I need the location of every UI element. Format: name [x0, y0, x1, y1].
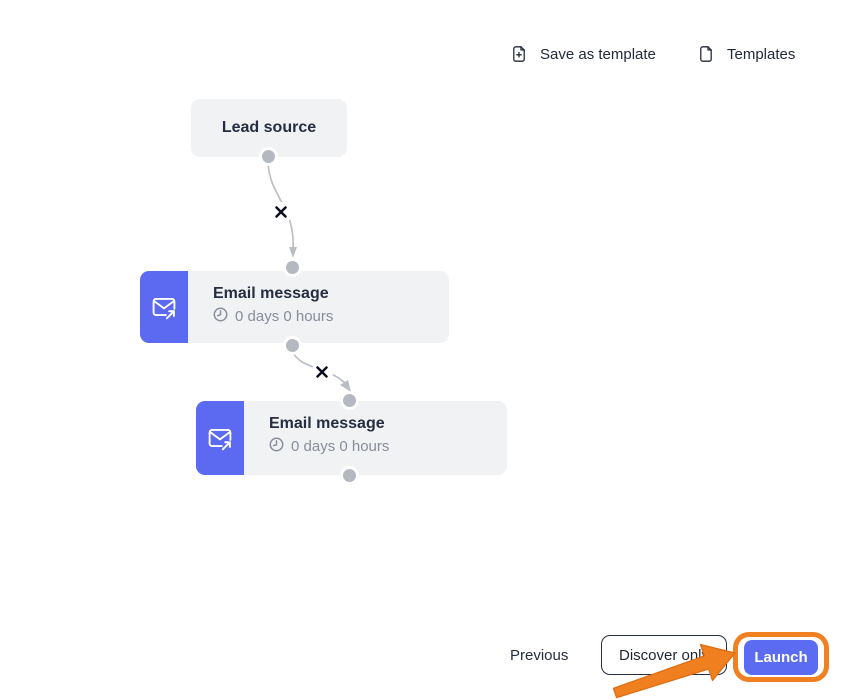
connection-dot[interactable]	[343, 394, 356, 407]
email-delay-label: 0 days 0 hours	[235, 308, 334, 325]
file-icon	[698, 44, 714, 64]
lead-source-node[interactable]: Lead source	[191, 99, 347, 157]
connection-dot[interactable]	[262, 150, 275, 163]
previous-button[interactable]: Previous	[510, 647, 569, 664]
delete-connection-button[interactable]	[311, 362, 333, 384]
clock-icon	[269, 437, 284, 456]
lead-source-title: Lead source	[221, 119, 317, 136]
connection-dot[interactable]	[286, 339, 299, 352]
email-message-node[interactable]: Email message 0 days 0 hours	[140, 271, 449, 343]
clock-icon	[213, 307, 228, 326]
email-delay-label: 0 days 0 hours	[291, 438, 390, 455]
x-icon	[275, 205, 287, 221]
delete-connection-button[interactable]	[270, 202, 292, 224]
email-node-title: Email message	[213, 285, 329, 302]
file-plus-icon	[511, 44, 527, 64]
templates-label: Templates	[727, 45, 796, 63]
save-as-template-label: Save as template	[540, 45, 656, 63]
launch-button[interactable]: Launch	[744, 640, 818, 675]
email-message-node[interactable]: Email message 0 days 0 hours	[196, 401, 507, 475]
templates-button[interactable]: Templates	[698, 44, 795, 64]
connection-dot[interactable]	[286, 261, 299, 274]
connection-dot[interactable]	[343, 469, 356, 482]
envelope-send-icon	[140, 271, 188, 343]
envelope-send-icon	[196, 401, 244, 475]
email-node-title: Email message	[269, 415, 385, 432]
discover-only-button[interactable]: Discover only	[601, 635, 727, 675]
x-icon	[316, 365, 328, 381]
save-as-template-button[interactable]: Save as template	[511, 44, 656, 64]
